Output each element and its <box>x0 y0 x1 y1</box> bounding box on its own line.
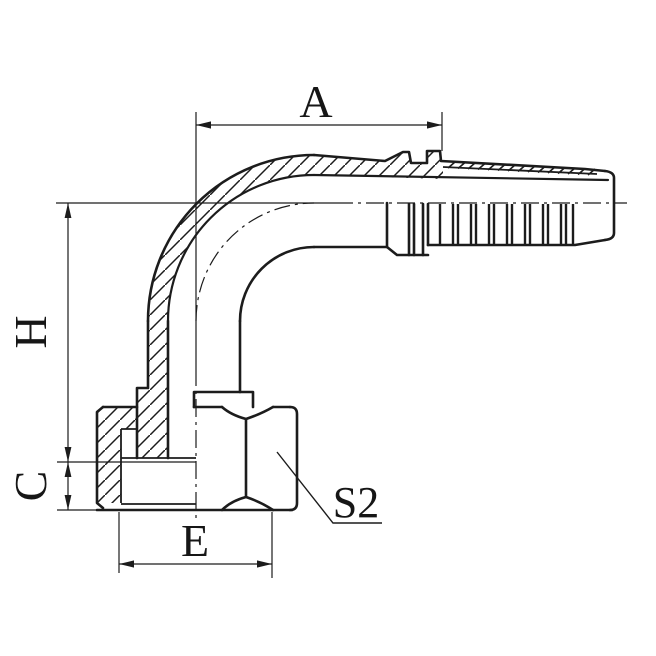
hex-right-edge <box>288 405 299 512</box>
dim-h-arrow-top <box>64 203 72 218</box>
label-hex-size-s2: S2 <box>333 478 379 527</box>
shank-top-profile <box>312 149 607 173</box>
barb-ribs <box>438 204 575 245</box>
dim-c-arrow-bottom <box>64 495 72 510</box>
outer-bend-arc <box>146 153 316 323</box>
tail-tip-face <box>603 169 616 242</box>
serration-teeth <box>447 161 596 176</box>
stem-and-nut-outline <box>95 319 299 512</box>
dim-e-arrow-left <box>119 560 134 568</box>
stem-outer-left <box>135 319 150 460</box>
hex-bottom-chamfer <box>220 495 275 512</box>
collar-slot-lines <box>407 202 430 257</box>
nut-internal-lines <box>120 428 196 505</box>
inner-wall-arc <box>166 173 316 323</box>
inner-bend-arc <box>238 245 316 323</box>
nut-outer-left <box>95 405 105 510</box>
serrations <box>442 161 598 176</box>
dim-a-arrow-left <box>196 121 211 129</box>
swivel-flange <box>192 390 255 409</box>
dim-a-arrow-right <box>427 121 442 129</box>
label-dim-e: E <box>181 515 209 566</box>
shank-bore-line <box>312 173 610 182</box>
label-dim-h: H <box>5 315 56 348</box>
hex-top-chamfer <box>220 405 275 421</box>
s2-leader-line <box>276 451 382 524</box>
label-dim-c: C <box>5 471 56 502</box>
elbow-wall-hatch <box>148 155 314 321</box>
dimension-c <box>57 461 196 511</box>
label-dim-a: A <box>299 76 332 127</box>
dim-c-arrow-top <box>64 462 72 477</box>
section-hatch-regions <box>97 151 443 503</box>
barb-rib-lines <box>438 204 575 245</box>
dim-e-arrow-right <box>257 560 272 568</box>
bend-centerline-arc <box>195 202 315 322</box>
dimension-e <box>118 512 273 578</box>
dim-h-arrow-bottom <box>64 447 72 462</box>
elbow-body-outline <box>146 149 616 323</box>
dimension-h <box>64 203 72 462</box>
nut-wall-hatch <box>97 407 137 503</box>
stem-wall-hatch <box>137 321 168 458</box>
thread-bore-line <box>120 428 137 503</box>
dimension-a <box>196 112 443 151</box>
s2-leader <box>276 451 382 524</box>
